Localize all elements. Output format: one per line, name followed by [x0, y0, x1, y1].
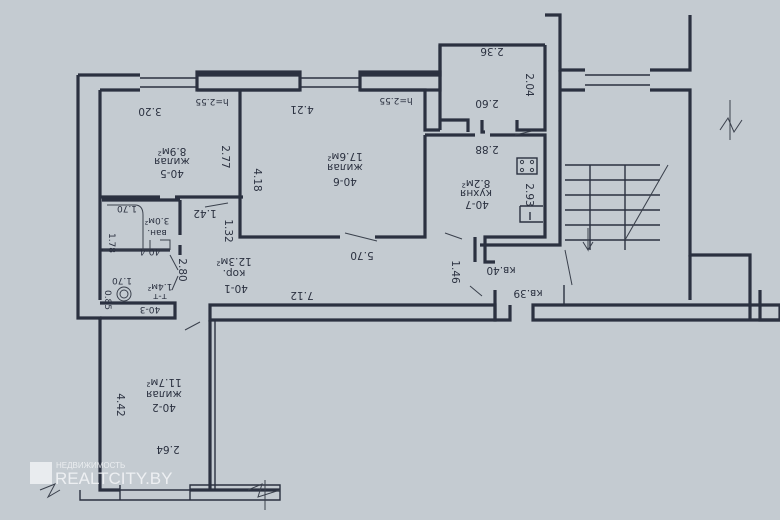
dim-40-7-depth: 2.93: [523, 183, 535, 206]
apartment-40-label: кв.40: [486, 264, 515, 276]
dim-40-4-depth: 1.78: [106, 233, 116, 253]
type-40-1: кор.: [223, 267, 246, 279]
id-40-7: 40-7: [465, 198, 489, 210]
watermark-logo-icon: [30, 462, 52, 484]
apartment-39-label: кв.39: [513, 287, 542, 299]
type-40-7: кухня: [460, 187, 492, 199]
area-40-2: 11.7м²: [146, 376, 182, 388]
area-40-6: 17.6м²: [327, 150, 363, 162]
area-40-1: 12.3м²: [216, 255, 252, 267]
dim-40-6-depth: 4.18: [251, 168, 263, 191]
walls: [39, 13, 780, 510]
id-40-4: 40-4: [140, 246, 161, 256]
watermark-line2: REALTCITY.BY: [55, 469, 172, 488]
height-40-6: h=2.55: [379, 95, 412, 105]
dim-balcony-2: 2.04: [523, 73, 535, 97]
dim-40-5-depth: 2.77: [219, 145, 231, 168]
id-40-3: 40-3: [140, 304, 160, 314]
dim-corridor-5: 2.80: [176, 258, 188, 281]
dim-40-2-depth: 4.42: [114, 393, 126, 416]
dim-balcony-3: 2.60: [475, 97, 498, 109]
area-40-7: 8.2м²: [462, 177, 491, 189]
dim-40-5-width: 3.20: [138, 105, 161, 117]
dim-corridor-6: 1.46: [449, 260, 461, 284]
watermark: НЕДВИЖИМОСТЬ REALTCITY.BY: [30, 461, 172, 488]
watermark-line1: НЕДВИЖИМОСТЬ: [56, 461, 125, 470]
id-40-2: 40-2: [152, 401, 176, 413]
dim-corridor-1: 1.42: [193, 207, 216, 219]
dim-40-3-width: 1.70: [112, 275, 132, 285]
type-40-5: жилая: [154, 155, 190, 167]
type-40-6: жилая: [327, 161, 363, 173]
id-40-6: 40-6: [333, 175, 357, 187]
height-40-5: h=2.55: [195, 96, 228, 106]
dim-40-6-width: 4.21: [290, 103, 313, 115]
area-40-5: 8.9м²: [158, 145, 187, 157]
id-40-1: 40-1: [224, 282, 248, 294]
area-40-3: 1.4м²: [147, 281, 172, 291]
id-40-5: 40-5: [160, 167, 184, 179]
dim-corridor-4: 7.12: [290, 289, 313, 301]
labels: 3.20 h=2.55 8.9м² жилая 40-5 2.77 4.21 h…: [102, 45, 543, 455]
dim-corridor-2: 1.32: [222, 219, 234, 242]
type-40-2: жилая: [146, 388, 182, 400]
dim-40-7-width: 2.88: [475, 143, 498, 155]
type-40-3: т-т: [153, 291, 167, 301]
dim-40-2-width: 2.64: [156, 443, 180, 455]
type-40-4: ван.: [147, 227, 167, 237]
area-40-4: 3.0м²: [144, 215, 169, 225]
dim-balcony-1: 2.36: [480, 45, 504, 57]
dim-40-3-depth: 0.85: [102, 290, 112, 310]
dim-40-4-width: 1.70: [117, 203, 137, 213]
dim-corridor-3: 5.70: [350, 249, 373, 261]
